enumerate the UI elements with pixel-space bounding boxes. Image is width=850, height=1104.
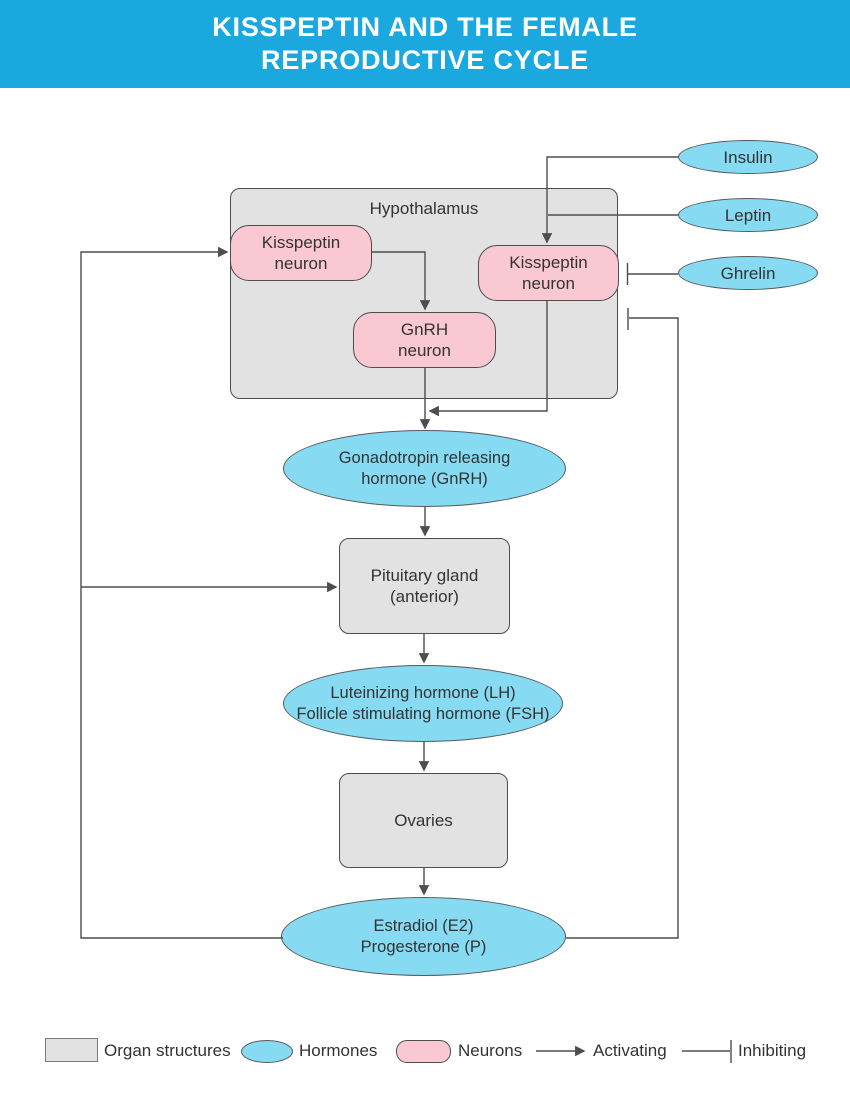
lh-fsh-label: Luteinizing hormone (LH) Follicle stimul… bbox=[296, 683, 550, 723]
pituitary-gland-label: Pituitary gland (anterior) bbox=[370, 566, 479, 606]
legend-activating-label: Activating bbox=[593, 1041, 667, 1060]
leptin-label: Leptin bbox=[724, 205, 772, 225]
pituitary-gland-box: Pituitary gland (anterior) bbox=[339, 538, 510, 634]
kisspeptin-neuron-left: Kisspeptin neuron bbox=[230, 225, 372, 281]
hypothalamus-label: Hypothalamus bbox=[369, 199, 479, 218]
gnrh-neuron-label: GnRH neuron bbox=[398, 320, 451, 360]
gnrh-neuron: GnRH neuron bbox=[353, 312, 496, 368]
title-banner: KISSPEPTIN AND THE FEMALE REPRODUCTIVE C… bbox=[0, 0, 850, 88]
legend-organ-label: Organ structures bbox=[104, 1041, 231, 1060]
legend-neuron-label: Neurons bbox=[458, 1041, 523, 1060]
legend-inhibiting-label: Inhibiting bbox=[738, 1041, 807, 1060]
lh-fsh-ellipse: Luteinizing hormone (LH) Follicle stimul… bbox=[283, 665, 563, 742]
legend-neuron-swatch bbox=[396, 1040, 451, 1063]
kisspeptin-neuron-right: Kisspeptin neuron bbox=[478, 245, 619, 301]
kisspeptin-neuron-left-label: Kisspeptin neuron bbox=[261, 233, 341, 273]
ovaries-label: Ovaries bbox=[394, 811, 453, 830]
insulin-label: Insulin bbox=[723, 147, 773, 167]
estradiol-progesterone-ellipse: Estradiol (E2) Progesterone (P) bbox=[281, 897, 566, 976]
ghrelin-label: Ghrelin bbox=[720, 263, 776, 283]
legend-hormone-swatch bbox=[241, 1040, 293, 1063]
ghrelin-ellipse: Ghrelin bbox=[678, 256, 818, 290]
ovaries-box: Ovaries bbox=[339, 773, 508, 868]
gnrh-hormone-ellipse: Gonadotropin releasing hormone (GnRH) bbox=[283, 430, 566, 507]
kisspeptin-neuron-right-label: Kisspeptin neuron bbox=[509, 253, 588, 293]
page-title: KISSPEPTIN AND THE FEMALE REPRODUCTIVE C… bbox=[212, 12, 638, 75]
legend-hormone-label: Hormones bbox=[299, 1041, 378, 1060]
insulin-ellipse: Insulin bbox=[678, 140, 818, 174]
estradiol-progesterone-label: Estradiol (E2) Progesterone (P) bbox=[360, 916, 487, 956]
legend-organ-swatch bbox=[45, 1038, 98, 1062]
leptin-ellipse: Leptin bbox=[678, 198, 818, 232]
edge-estradiol-feedback-right bbox=[566, 317, 679, 939]
gnrh-hormone-label: Gonadotropin releasing hormone (GnRH) bbox=[338, 448, 511, 488]
